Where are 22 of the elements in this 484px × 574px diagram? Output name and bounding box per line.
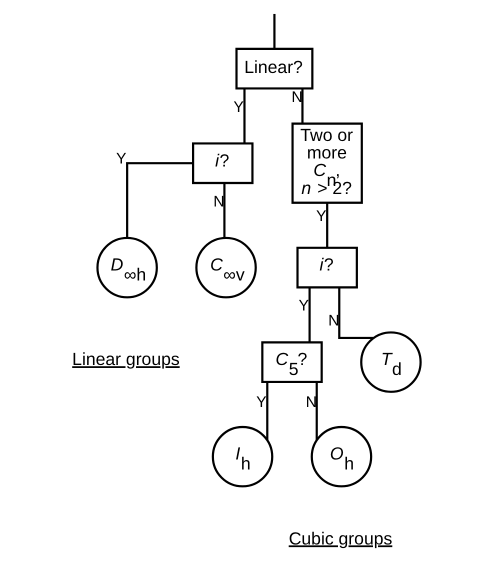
- node-box: i?: [296, 246, 358, 288]
- connector: [338, 288, 374, 340]
- connector: [273, 14, 276, 49]
- edge-label: Y: [316, 208, 326, 226]
- edge-label: Y: [233, 98, 244, 116]
- connector: [243, 88, 246, 144]
- edge-label: Y: [256, 394, 267, 411]
- connector: [126, 162, 194, 238]
- connector: [308, 288, 311, 342]
- connector: [301, 88, 304, 124]
- edge-label: N: [291, 88, 303, 106]
- node-box: Linear?: [235, 48, 314, 90]
- connector: [223, 183, 226, 238]
- edge-label: Y: [298, 298, 309, 315]
- edge-label: N: [213, 193, 225, 210]
- node-box: i?: [192, 142, 254, 184]
- connector: [316, 382, 318, 440]
- label: Linear groups: [72, 349, 180, 370]
- connector: [266, 382, 268, 440]
- edge-label: Y: [116, 150, 126, 168]
- label: Cubic groups: [288, 528, 392, 548]
- connector: [326, 202, 328, 248]
